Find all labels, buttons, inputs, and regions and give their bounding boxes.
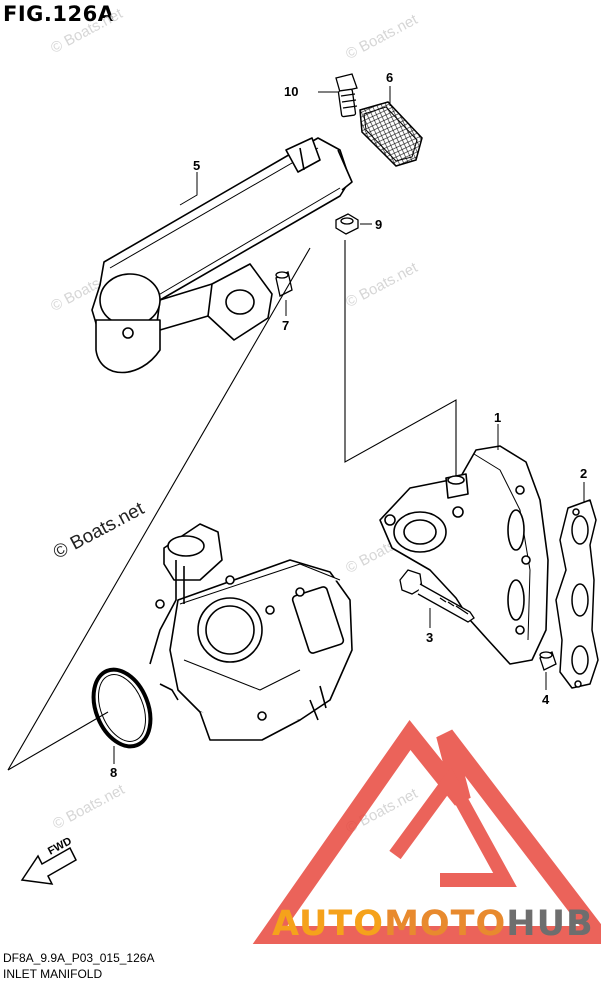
assembly-line <box>7 247 311 771</box>
part-1-intake-body[interactable] <box>379 445 549 665</box>
part-8-o-ring[interactable] <box>83 661 161 755</box>
brand-part-1: AUTO <box>272 904 385 944</box>
leader-5 <box>179 172 198 206</box>
brand-logo-icon <box>252 719 601 944</box>
part-2-gasket[interactable] <box>555 499 599 689</box>
part-10-bolt[interactable] <box>335 73 358 118</box>
brand-part-3: HUB <box>506 904 594 944</box>
part-9-nut[interactable] <box>335 213 359 235</box>
assembly-line <box>7 711 109 771</box>
fwd-arrow-icon <box>20 846 77 885</box>
brand-part-2: MOTO <box>384 904 507 944</box>
part-6-screen[interactable] <box>359 101 423 167</box>
figure-code: DF8A_9.9A_P03_015_126A <box>3 951 155 965</box>
figure-title: FIG.126A <box>3 2 115 26</box>
callout-8[interactable]: 8 <box>110 765 118 780</box>
part-3-bolt[interactable] <box>399 569 475 623</box>
assembly-line <box>344 240 457 478</box>
callout-3[interactable]: 3 <box>426 630 434 645</box>
callout-7[interactable]: 7 <box>282 318 290 333</box>
carburetor-assembly <box>149 523 353 741</box>
callout-9[interactable]: 9 <box>375 217 383 232</box>
callout-2[interactable]: 2 <box>580 466 588 481</box>
callout-1[interactable]: 1 <box>494 410 502 425</box>
part-5-inlet-pipe[interactable] <box>91 137 353 374</box>
figure-name: INLET MANIFOLD <box>3 967 103 981</box>
callout-5[interactable]: 5 <box>193 158 201 173</box>
callout-6[interactable]: 6 <box>386 70 394 85</box>
brand-wordmark: AUTOMOTOHUB <box>272 904 594 944</box>
part-7-dowel-pin[interactable] <box>275 271 293 297</box>
part-4-pin[interactable] <box>539 651 557 671</box>
callout-4[interactable]: 4 <box>542 692 550 707</box>
callout-10[interactable]: 10 <box>284 84 299 99</box>
